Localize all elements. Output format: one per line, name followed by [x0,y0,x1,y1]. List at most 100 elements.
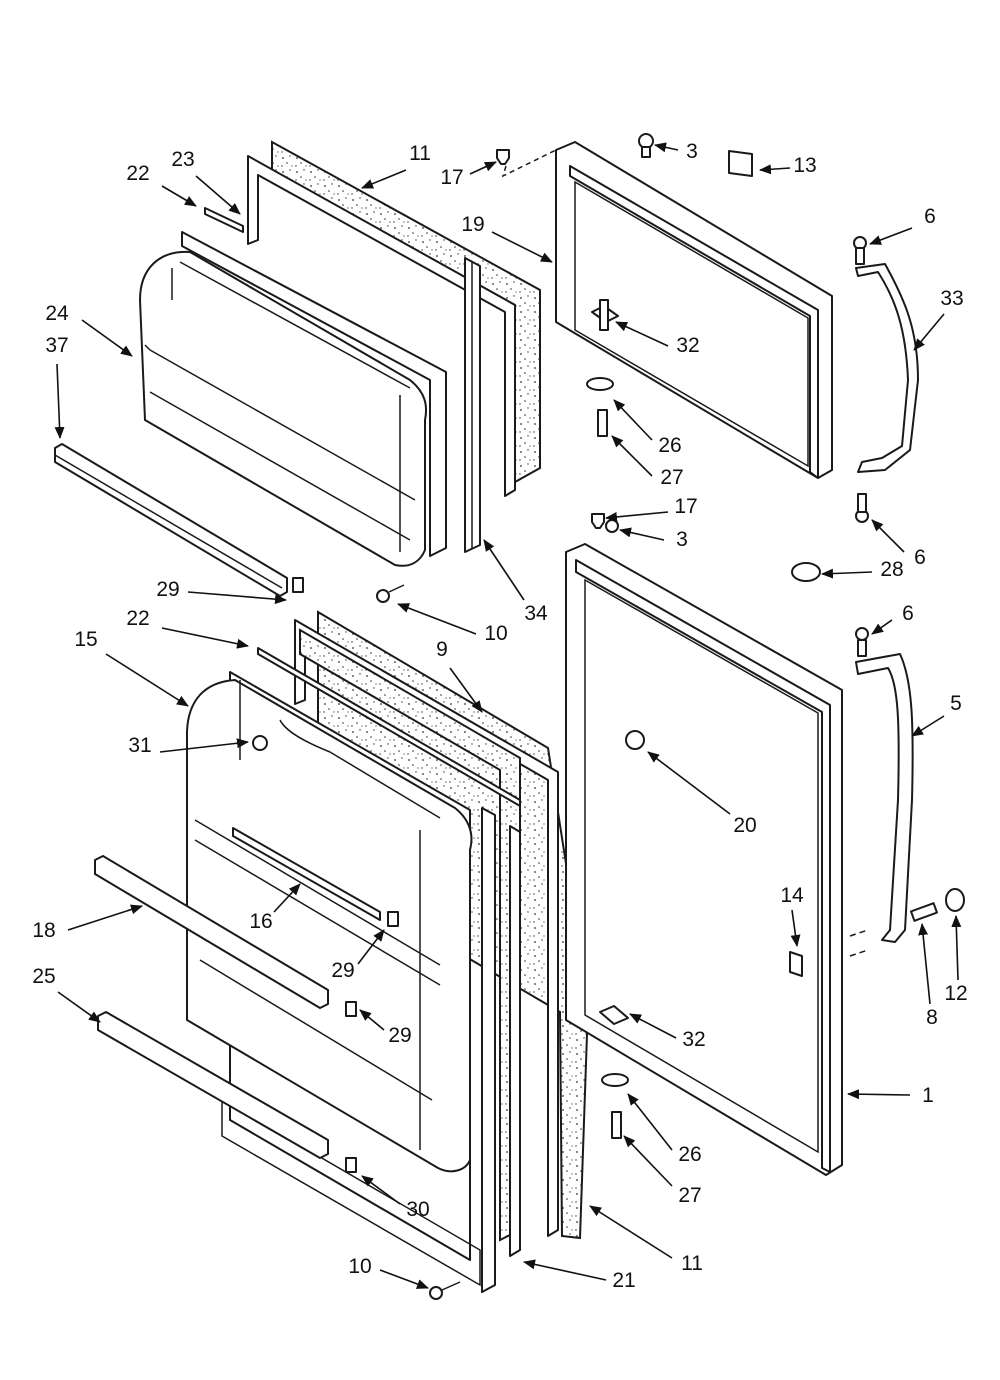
leader-line-c26b [627,1093,673,1151]
callout-number-c30: 30 [406,1198,429,1221]
leader-line-c29c [359,1009,385,1031]
leader-line-c33 [913,313,945,351]
callout-number-c20: 20 [733,814,756,837]
freezer-handle [853,236,919,523]
callout-number-c17b: 17 [674,495,697,518]
freezer-screw [376,589,390,603]
fresh-food-gasket-strip [481,807,496,1293]
freezer-door-shelf-bin [139,250,428,567]
callout-number-c10b: 10 [348,1255,371,1278]
callout-number-c6c: 6 [902,602,914,625]
leader-line-c23 [195,175,241,215]
leader-line-c24 [81,319,133,357]
callout-number-c12: 12 [944,982,967,1005]
door-bar-lower [97,1011,329,1159]
callout-number-c15: 15 [74,628,97,651]
callout-number-c26b: 26 [678,1143,701,1166]
freezer-clip [292,577,304,593]
leader-line-c15 [105,653,189,707]
freezer-outer-door [496,133,833,479]
freezer-shelf-trim [54,443,288,597]
leader-line-c3a [654,142,679,153]
callout-number-c27b: 27 [678,1184,701,1207]
callout-number-c28: 28 [880,558,903,581]
leader-line-c13 [759,164,791,175]
leader-line-c30 [361,1175,401,1205]
leader-line-c27b [623,1135,673,1187]
freezer-inner-panel [181,231,447,557]
fresh-food-hinge-bracket [599,1005,629,1025]
leader-line-c10a [397,603,477,635]
callout-number-c18: 18 [32,919,55,942]
callout-number-c6a: 6 [924,205,936,228]
leader-line-c28 [821,568,873,579]
leader-line-c31 [159,738,249,753]
fresh-food-cap [252,735,268,751]
callout-number-c3a: 3 [686,140,698,163]
leader-line-c16 [273,883,301,913]
callout-number-c17a: 17 [440,166,463,189]
door-top-plug [791,562,821,582]
fresh-food-top-screw [605,519,619,533]
leader-line-c11a [361,169,407,189]
leader-line-c34 [483,539,525,601]
freezer-door-assembly [54,140,541,603]
callout-number-c31: 31 [128,734,151,757]
freezer-door-liner-frame [247,155,516,497]
callout-number-c14: 14 [780,884,804,907]
handle-end-cap [945,888,965,912]
fresh-food-handle [849,627,965,957]
leader-line-c29a [187,591,287,605]
callout-number-c3b: 3 [676,528,688,551]
leader-line-c6a [869,227,913,245]
callout-number-c13: 13 [793,154,816,177]
leader-line-c25 [57,991,101,1023]
leader-line-c19 [491,231,553,263]
callout-number-c22a: 22 [126,162,149,185]
callout-number-c24: 24 [45,302,69,325]
callout-number-c11b: 11 [681,1252,703,1275]
leader-line-c37 [54,363,65,439]
door-stop-bracket [789,951,803,977]
callout-number-c29c: 29 [388,1024,411,1047]
callout-number-c32b: 32 [682,1028,705,1051]
door-button-cap [625,730,645,750]
leader-line-c17a [469,161,497,175]
callout-number-c32a: 32 [676,334,699,357]
fresh-food-shelf-rail [232,827,381,921]
leader-line-c3b [619,527,665,541]
callout-number-c6b: 6 [914,546,926,569]
leader-line-c12 [951,915,962,981]
callout-number-c27a: 27 [660,466,683,489]
callout-number-c34: 34 [524,602,548,625]
bin-clip-a [387,911,399,927]
callout-number-c29b: 29 [331,959,354,982]
door-bar-upper [94,855,329,1009]
fresh-food-outer-door [565,513,843,1176]
callout-number-c10a: 10 [484,622,507,645]
freezer-top-screw [638,133,654,149]
leader-line-c1 [847,1089,911,1100]
leader-line-c29b [357,929,385,965]
callout-number-c8: 8 [926,1006,938,1029]
callout-number-c9: 9 [436,638,448,661]
callout-number-c23: 23 [171,148,194,171]
fresh-food-door-bin [186,679,473,1173]
leader-line-c27a [611,435,653,477]
freezer-plug [496,149,510,165]
callout-number-c21: 21 [612,1269,635,1292]
callout-number-c5: 5 [950,692,962,715]
leader-line-c18 [67,904,143,931]
callout-number-c22b: 22 [126,607,149,630]
callout-number-c25: 25 [32,965,55,988]
callout-number-c11a: 11 [409,142,431,165]
leader-line-c22a [161,185,197,207]
freezer-hinge-screw [597,409,608,437]
leader-line-c17b [605,511,669,522]
callout-number-c29a: 29 [156,578,179,601]
leader-line-c32a [615,321,669,347]
callout-number-c26a: 26 [658,434,681,457]
freezer-retainer-bar [204,207,244,233]
callout-number-c1: 1 [922,1084,934,1107]
